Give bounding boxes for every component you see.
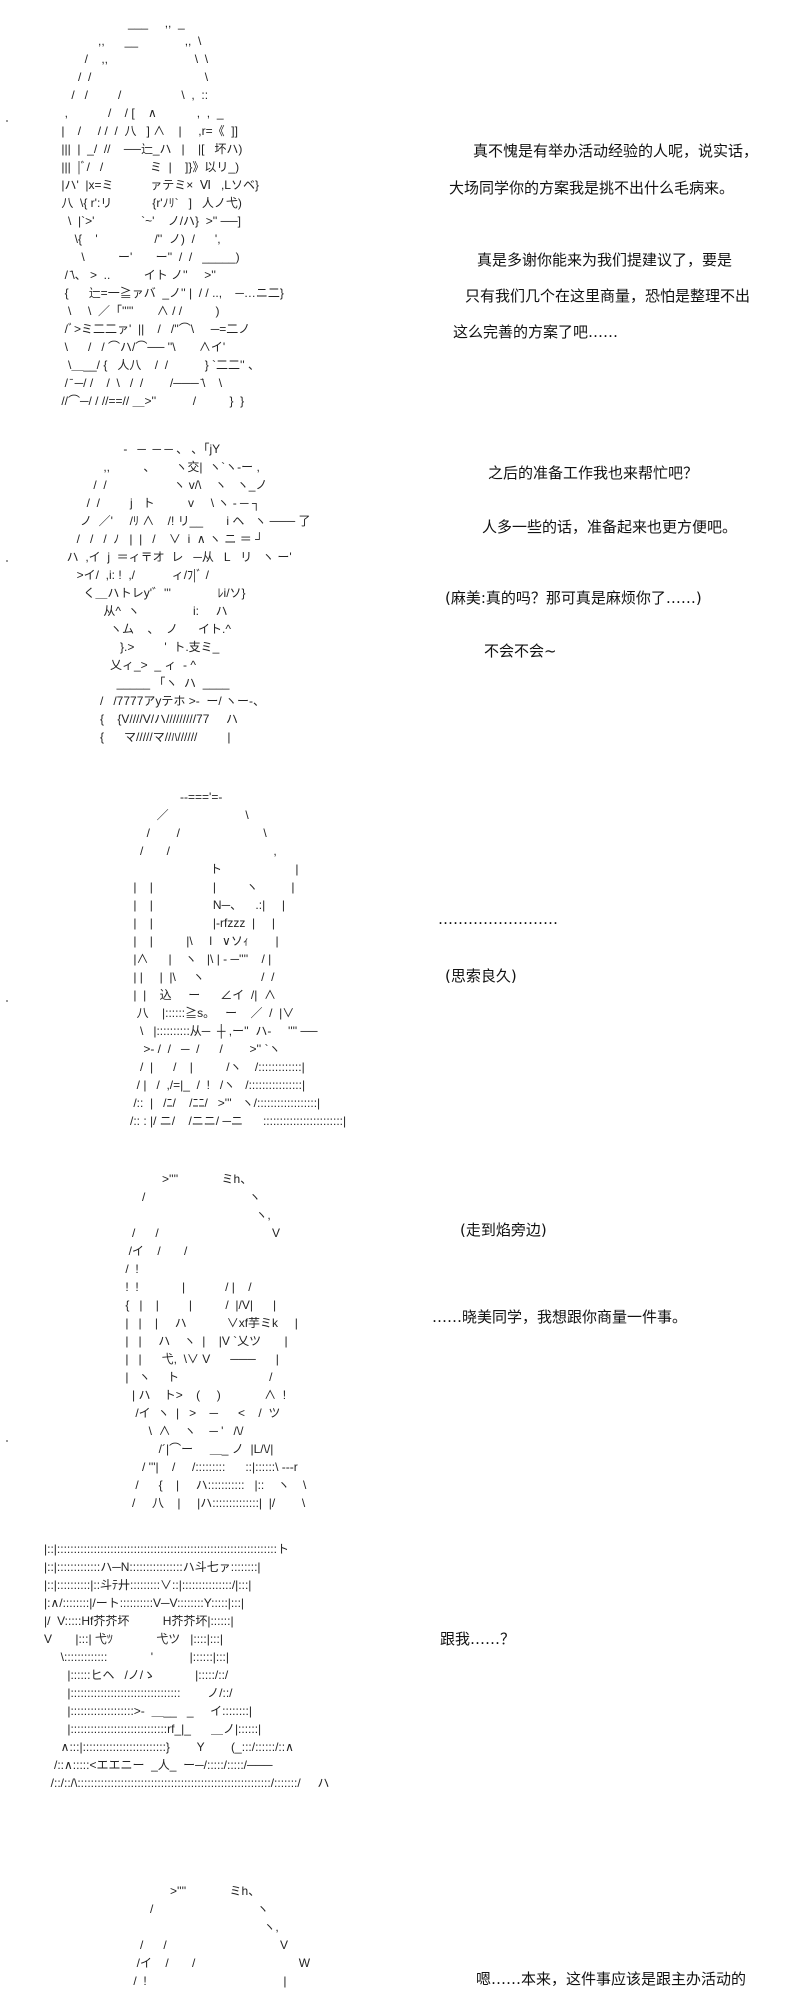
dialogue-line: ……晓美同学，我想跟你商量一件事。 [432,1308,688,1326]
margin-dot [6,1000,8,1002]
dialogue-line: …………………… [438,910,558,928]
margin-dot [6,560,8,562]
ascii-art-character-5: |::|::::::::::::::::::::::::::::::::::::… [44,1542,330,1790]
dialogue-line: 真是多谢你能来为我们提建议了，要是 [477,251,733,269]
dialogue-line: (思索良久) [445,967,517,985]
dialogue-line: 人多一些的话，准备起来也更方便吧。 [482,518,738,536]
ascii-art-character-4: >'''' ミh、 / ヽ ヽ, / / V /イ / / / ! ! ! [125,1172,307,1510]
dialogue-line: 不会不会~ [484,642,557,660]
margin-dot [6,1440,8,1442]
dialogue-line: 跟我……？ [440,1630,516,1648]
ascii-art-character-2: - ─ ─ ─ 、 ､「jY ,, 、 ヽ交| ヽ`ヽ‐ー , / / ヽ v/… [66,442,311,744]
dialogue-line: 只有我们几个在这里商量，恐怕是整理不出 [465,287,751,305]
margin-dot [6,120,8,122]
ascii-art-character-1: ___ ,, _ ,, __ ,, \ / ,, \ \ / / \ / / /… [61,16,284,408]
dialogue-line: 之后的准备工作我也来帮忙吧？ [488,464,699,482]
dialogue-line: (走到焰旁边) [460,1221,547,1239]
ascii-art-character-6: >'''' ミh、 / ヽ ヽ, / / V /イ / / [133,1884,311,1988]
dialogue-line: 嗯……本来，这件事应该是跟主办活动的 [476,1970,747,1988]
dialogue-line: 这么完善的方案了吧…… [453,323,619,341]
ascii-art-character-3: --==='=- ／ \ / / \ / / , ト | | [130,790,347,1128]
dialogue-line: 大场同学你的方案我是挑不出什么毛病来。 [449,179,735,197]
dialogue-line: 真不愧是有举办活动经验的人呢，说实话， [473,142,759,160]
dialogue-line: (麻美:真的吗？那可真是麻烦你了……) [445,589,702,607]
